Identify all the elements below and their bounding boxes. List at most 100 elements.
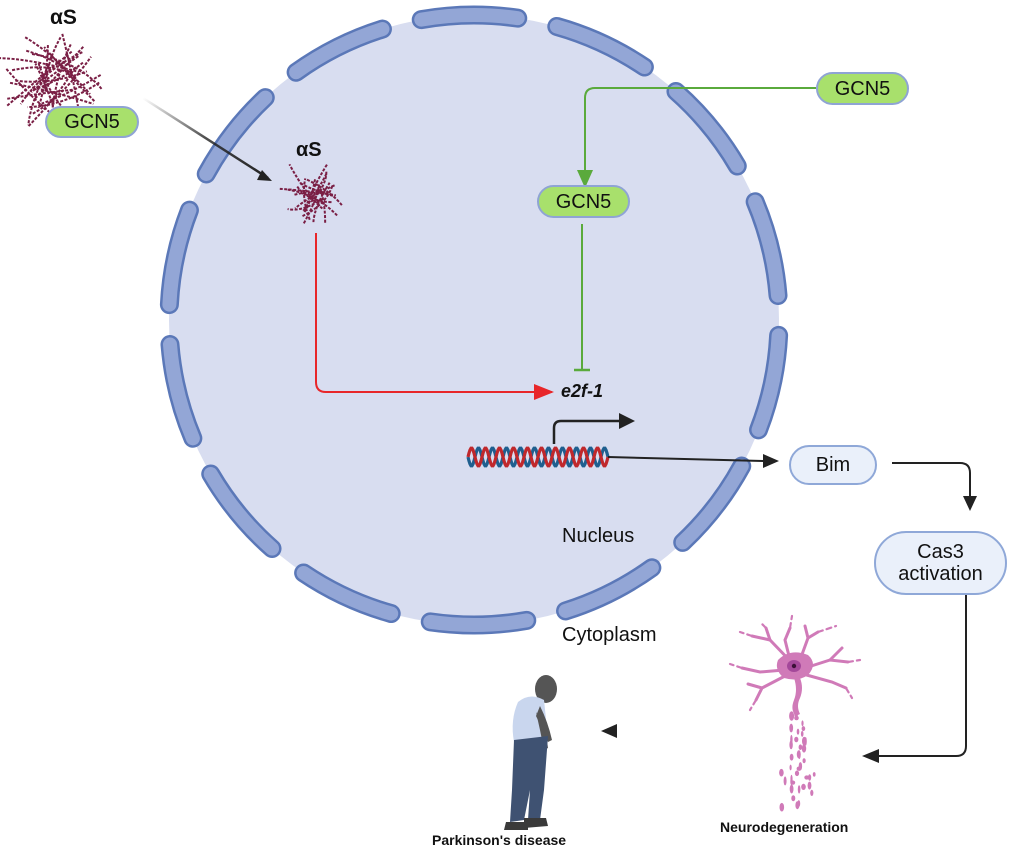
axon-fragment: [801, 720, 804, 727]
fibril: [7, 88, 73, 100]
gcn5-cytoplasm-label: GCN5: [834, 77, 891, 100]
transcription-arrowhead: [619, 413, 635, 429]
gene-to-bim-arrow: [607, 456, 765, 462]
axon-fragment: [797, 785, 801, 794]
fibril: [15, 70, 88, 83]
membrane-segment-fill: [751, 328, 786, 437]
fibril: [34, 63, 56, 116]
fibril: [295, 185, 332, 204]
axon-fragment: [789, 753, 794, 761]
axon-fragment: [779, 802, 785, 812]
dna-helix-icon: [466, 446, 610, 468]
gcn5-nucleus-node: GCN5: [537, 185, 630, 218]
membrane-segment-fill: [289, 22, 390, 80]
e2f1-gene-label: e2f-1: [561, 381, 604, 401]
axon-fragment: [801, 744, 807, 753]
membrane-segment-fill: [549, 19, 652, 75]
fibril: [30, 61, 84, 92]
membrane-segment-fill: [162, 203, 197, 312]
alpha-synuclein-outside-label: αS: [50, 6, 77, 29]
fibril: [302, 184, 320, 224]
degenerating-neuron-icon: [728, 614, 862, 812]
axon-fragment: [796, 766, 802, 771]
nucleus-label: Nucleus: [562, 525, 635, 547]
fibril: [34, 46, 85, 100]
fibril: [302, 185, 334, 218]
bim-node: Bim: [789, 445, 877, 485]
nucleus: [169, 15, 779, 625]
axon-fragment: [807, 781, 812, 790]
axon-fragment: [804, 775, 810, 780]
transcription-arrow: [552, 419, 620, 444]
fibril: [27, 66, 76, 127]
axon-fragment: [789, 784, 794, 794]
fibril: [11, 66, 76, 77]
axon-fragment: [789, 711, 795, 721]
axon-fragment: [795, 801, 800, 810]
fibril: [294, 184, 335, 210]
fibril: [287, 198, 323, 211]
axon-fragment: [790, 734, 793, 745]
axon-fragment: [801, 783, 806, 791]
cytoplasm-label: Cytoplasm: [562, 624, 657, 646]
axon-fragment: [790, 774, 793, 784]
fibril: [279, 187, 330, 196]
nuclear-envelope: [159, 5, 789, 635]
gcn5-cytoplasm-node: GCN5: [816, 72, 909, 105]
membrane-segment-fill: [162, 337, 200, 446]
axon-fragment: [794, 770, 800, 777]
fibril: [50, 43, 72, 126]
axon-fragment: [802, 758, 806, 764]
membrane-segment-fill: [423, 613, 534, 632]
import-arrowhead: [257, 170, 272, 181]
gcn5-translocation-arrow: [577, 87, 816, 188]
gcn5-nucleus-label: GCN5: [555, 190, 612, 213]
axon-fragment: [801, 726, 806, 732]
membrane-segment-fill: [414, 8, 525, 27]
axon-fragment: [791, 795, 796, 802]
import-arrow: [142, 96, 269, 180]
bim-to-cas3-arrow: [892, 462, 971, 497]
axon-fragment: [794, 708, 799, 718]
membrane-segment-fill: [668, 84, 745, 174]
membrane-segment-fill: [675, 459, 749, 550]
bim-label: Bim: [815, 454, 851, 476]
axon-fragment: [779, 768, 784, 777]
alpha-synuclein-aggregate-outside: [0, 33, 104, 130]
fibril: [306, 178, 344, 207]
fibril: [5, 68, 72, 130]
axon-fragment: [796, 728, 800, 735]
fibril: [0, 57, 80, 73]
membrane-segment-fill: [748, 194, 786, 303]
parkinsons-disease-label: Parkinson's disease: [432, 832, 567, 848]
fibril: [24, 36, 91, 95]
membrane-segment-fill: [558, 560, 659, 618]
axon-fragment: [800, 730, 804, 737]
fibril: [44, 36, 62, 92]
parkinson-patient-icon: [504, 675, 557, 830]
bim-to-cas3-arrowhead: [963, 496, 977, 511]
axon-fragment: [812, 772, 816, 777]
cas3-label-line1: Cas3: [917, 541, 964, 563]
fibril: [27, 81, 100, 109]
axon-fragment: [810, 789, 814, 797]
axon-fragment: [808, 774, 812, 781]
membrane-segment-fill: [199, 90, 273, 181]
axon-fragment: [804, 737, 807, 746]
alpha-synuclein-inside-label: αS: [296, 139, 322, 161]
cas3-label-line2: activation: [898, 563, 983, 585]
axon-fragment: [794, 736, 799, 743]
cas3-to-neuro-arrowhead: [862, 749, 879, 763]
fibril: [303, 163, 328, 213]
fibril: [288, 163, 324, 210]
axon-fragment: [796, 750, 801, 759]
fibril: [302, 178, 311, 221]
membrane-segment-fill: [296, 565, 399, 621]
neurodegeneration-label: Neurodegeneration: [720, 819, 849, 835]
dna-strand: [466, 446, 610, 468]
axon-fragment: [783, 776, 787, 786]
alpha-synuclein-activation-arrow: [315, 233, 554, 400]
axon-fragment: [798, 744, 803, 750]
